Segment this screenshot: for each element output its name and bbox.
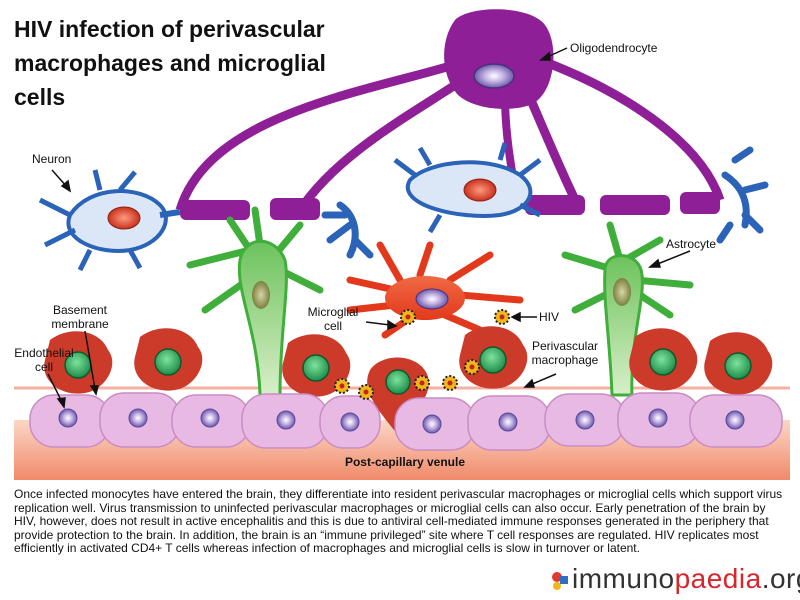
label-neuron: Neuron: [32, 152, 72, 166]
diagram-title: HIV infection of perivascular macrophage…: [14, 16, 326, 110]
caption-text: Once infected monocytes have entered the…: [14, 487, 783, 555]
diagram: [14, 9, 790, 480]
neuron-left: [38, 169, 181, 272]
molecule-icon: [552, 572, 568, 590]
microglial-cell: [346, 241, 524, 339]
label-hiv: HIV: [539, 310, 560, 324]
immunopaedia-logo: immunopaedia.org: [552, 563, 800, 597]
logo-part-org: .org: [761, 563, 800, 594]
label-arrows: [47, 47, 691, 409]
label-microglial-cell: Microglial cell: [307, 305, 359, 333]
dendrite-tuft-center: [321, 201, 374, 259]
label-astrocyte: Astrocyte: [666, 237, 717, 251]
oligodendrocyte: [175, 9, 725, 220]
label-basement-membrane: Basement membrane: [51, 303, 109, 331]
astrocyte-left: [186, 206, 324, 397]
label-endothelial-cell: Endothelial cell: [14, 346, 74, 374]
perivascular-macrophages: [44, 326, 773, 435]
endothelial-cells: [29, 392, 783, 451]
label-oligodendrocyte: Oligodendrocyte: [570, 41, 658, 55]
neuron-middle: [393, 142, 542, 234]
label-post-capillary-venule: Post-capillary venule: [344, 455, 466, 469]
logo-part-paedia: paedia: [674, 563, 762, 594]
hiv-particles: [334, 309, 510, 400]
logo-part-immuno: immuno: [572, 563, 675, 594]
dendrite-tuft-right: [716, 146, 769, 244]
label-perivascular-macrophage: Perivascular macrophage: [531, 339, 599, 367]
astrocyte-right: [561, 221, 694, 397]
